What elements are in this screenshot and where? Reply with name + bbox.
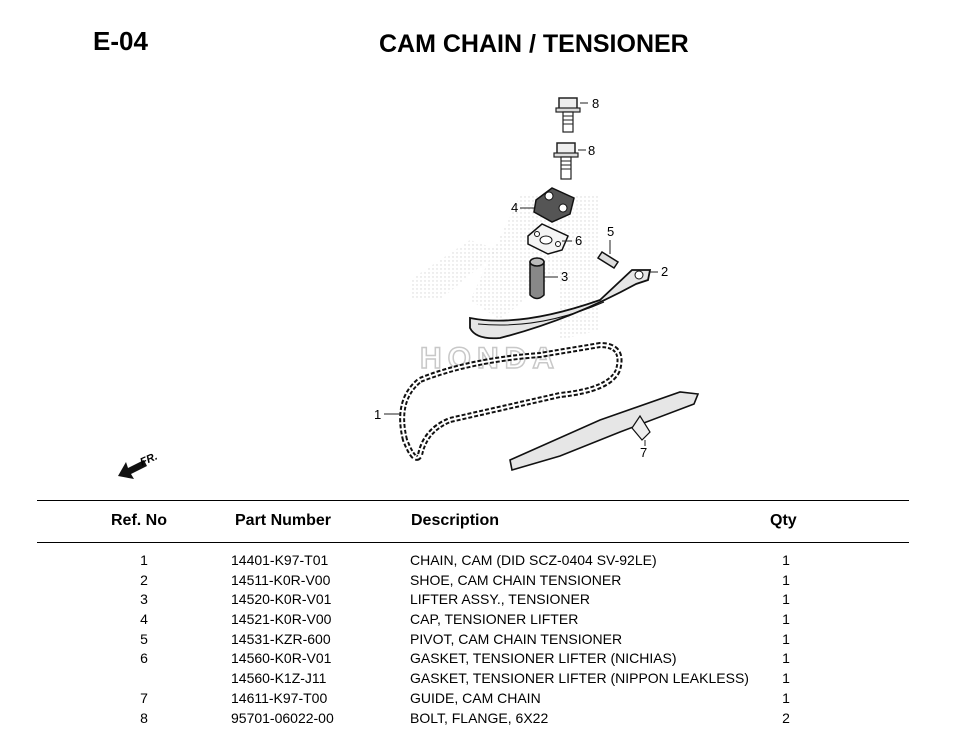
page-title: CAM CHAIN / TENSIONER — [379, 30, 689, 58]
ref-cell: 6 — [140, 650, 148, 667]
table-row: 2 14511-K0R-V00 SHOE, CAM CHAIN TENSIONE… — [0, 571, 972, 591]
ref-cell: 3 — [140, 591, 148, 608]
part-number-cell: 14521-K0R-V00 — [231, 611, 332, 628]
qty-cell: 2 — [782, 709, 790, 726]
description-cell: SHOE, CAM CHAIN TENSIONER — [410, 571, 622, 588]
front-direction-arrow-icon: FR. — [118, 451, 159, 479]
tensioner-pivot — [596, 240, 620, 270]
callout-7: 7 — [640, 445, 647, 460]
part-number-cell: 14511-K0R-V00 — [231, 571, 331, 588]
cam-chain-guide — [509, 391, 700, 472]
description-cell: PIVOT, CAM CHAIN TENSIONER — [410, 630, 623, 647]
brand-watermark: HONDA — [410, 195, 600, 376]
ref-cell: 8 — [140, 709, 148, 726]
callout-8-lower: 8 — [588, 143, 595, 158]
description-cell: CHAIN, CAM (DID SCZ-0404 SV-92LE) — [410, 552, 657, 568]
part-number-cell: 14560-K0R-V01 — [231, 650, 332, 667]
part-number-cell: 14401-K97-T01 — [231, 552, 329, 568]
table-row: 5 14531-KZR-600 PIVOT, CAM CHAIN TENSION… — [0, 630, 972, 650]
callout-5: 5 — [607, 224, 614, 239]
ref-cell: 2 — [140, 571, 148, 588]
table-top-rule — [37, 500, 909, 501]
ref-cell: 4 — [140, 611, 148, 628]
parts-diagram: HONDA — [118, 96, 700, 479]
ref-cell: 7 — [140, 689, 148, 706]
callout-1: 1 — [374, 407, 381, 422]
callout-8-upper: 8 — [592, 96, 599, 111]
qty-cell: 1 — [782, 611, 790, 628]
part-number-cell: 14611-K97-T00 — [231, 689, 328, 706]
part-number-cell: 14560-K1Z-J11 — [231, 670, 327, 687]
qty-cell: 1 — [782, 650, 790, 667]
tensioner-lifter-cap — [520, 187, 575, 223]
cam-chain — [384, 341, 623, 461]
description-cell: CAP, TENSIONER LIFTER — [410, 611, 579, 628]
qty-cell: 1 — [782, 571, 790, 588]
header-description: Description — [411, 512, 500, 529]
qty-cell: 1 — [782, 689, 790, 706]
table-row: 8 95701-06022-00 BOLT, FLANGE, 6X22 2 — [0, 709, 972, 729]
flange-bolt-lower — [553, 142, 586, 180]
description-cell: BOLT, FLANGE, 6X22 — [410, 709, 549, 726]
front-direction-label: FR. — [138, 451, 159, 469]
part-number-cell: 95701-06022-00 — [231, 709, 334, 726]
ref-cell: 5 — [140, 630, 148, 647]
header-ref-no: Ref. No — [111, 512, 167, 529]
header-part-number: Part Number — [235, 512, 332, 529]
table-row: 1 14401-K97-T01 CHAIN, CAM (DID SCZ-0404… — [0, 551, 972, 571]
tensioner-gasket — [527, 223, 572, 255]
qty-cell: 1 — [782, 591, 790, 608]
qty-cell: 1 — [782, 630, 790, 647]
callout-4: 4 — [511, 200, 518, 215]
description-cell: LIFTER ASSY., TENSIONER — [410, 591, 590, 608]
callout-2: 2 — [661, 264, 668, 279]
table-header-rule — [37, 542, 909, 543]
table-row: 14560-K1Z-J11 GASKET, TENSIONER LIFTER (… — [0, 669, 972, 689]
description-cell: GUIDE, CAM CHAIN — [410, 689, 541, 706]
qty-cell: 1 — [782, 670, 790, 687]
callout-3: 3 — [561, 269, 568, 284]
tensioner-lifter — [529, 257, 558, 300]
description-cell: GASKET, TENSIONER LIFTER (NIPPON LEAKLES… — [410, 670, 749, 687]
flange-bolt-upper — [555, 97, 588, 133]
ref-cell: 1 — [140, 552, 148, 568]
table-row: 4 14521-K0R-V00 CAP, TENSIONER LIFTER 1 — [0, 610, 972, 630]
qty-cell: 1 — [782, 552, 790, 568]
table-row: 6 14560-K0R-V01 GASKET, TENSIONER LIFTER… — [0, 649, 972, 669]
part-number-cell: 14531-KZR-600 — [231, 630, 331, 647]
table-row: 3 14520-K0R-V01 LIFTER ASSY., TENSIONER … — [0, 590, 972, 610]
description-cell: GASKET, TENSIONER LIFTER (NICHIAS) — [410, 650, 677, 667]
part-number-cell: 14520-K0R-V01 — [231, 591, 332, 608]
tensioner-shoe — [469, 269, 658, 340]
callout-6: 6 — [575, 233, 582, 248]
table-row: 7 14611-K97-T00 GUIDE, CAM CHAIN 1 — [0, 689, 972, 709]
diagram-code: E-04 — [93, 26, 148, 56]
parts-table-body: 1 14401-K97-T01 CHAIN, CAM (DID SCZ-0404… — [0, 551, 972, 728]
header-qty: Qty — [770, 512, 797, 529]
